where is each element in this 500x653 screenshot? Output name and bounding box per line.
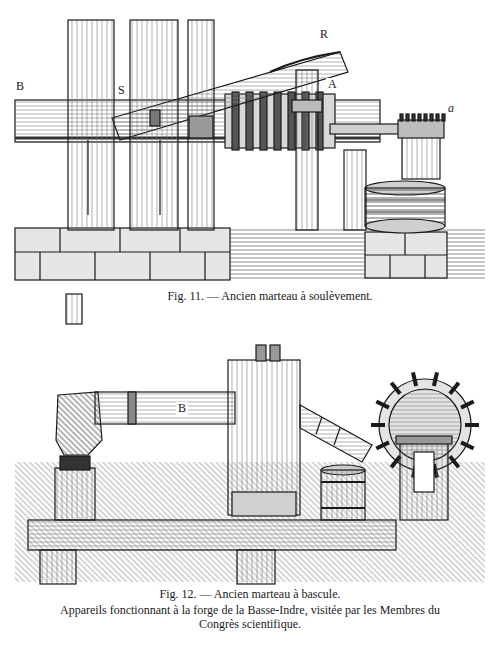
part-letter: B [14, 80, 26, 94]
part-letter: R [318, 28, 330, 42]
caption-note: Appareils fonctionnant à la forge de la … [40, 604, 460, 632]
lift-hammer-figure [15, 20, 485, 324]
part-letter: B [176, 402, 188, 416]
figure-caption: Fig. 11. — Ancien marteau à soulèvement. [90, 290, 450, 304]
tilt-hammer-figure [15, 345, 485, 584]
part-letter: a [446, 102, 456, 116]
part-letter: S [116, 84, 127, 98]
figure-caption: Fig. 12. — Ancien marteau à bascule. [60, 588, 440, 602]
part-letter: A [326, 78, 339, 92]
